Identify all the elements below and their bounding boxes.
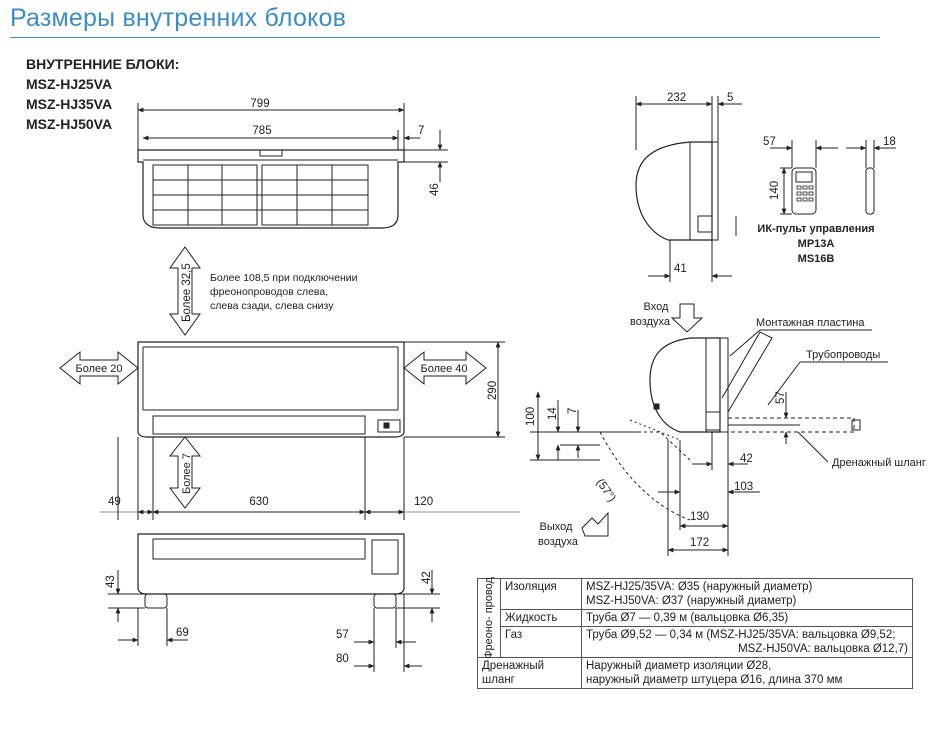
clearance-top-note: слева сзади, слева снизу [210,300,334,312]
dim-290: 290 [487,381,499,400]
dim-130: 130 [690,511,709,523]
side-install-view [530,303,888,556]
clearance-bottom-label: Более 7 [181,453,193,494]
dim-140: 140 [769,181,781,200]
table-row-value: MSZ-HJ25/35VA: Ø35 (наружный диаметр) MS… [581,578,913,610]
table-group-cell: Фреоно- провод [477,577,501,659]
dim-49: 49 [108,496,121,508]
table-drain-value: Наружный диаметр изоляции Ø28, наружный … [581,657,913,689]
remote-model: MP13A [798,238,835,250]
dim-14: 14 [547,407,559,420]
table-drain-label: Дренажный шланг [477,657,582,689]
air-out-label: Выход [540,521,573,533]
dim-41: 41 [674,263,687,275]
dim-46: 46 [429,183,441,196]
table-line: Труба Ø7 — 0,39 м (вальцовка Ø6,35) [586,612,789,624]
dim-799: 799 [250,98,269,110]
filter-grid [152,164,369,226]
models-block: ВНУТРЕННИЕ БЛОКИ: MSZ-HJ25VA MSZ-HJ35VA … [26,54,179,134]
front-view-unit [100,341,520,520]
angle-label: (57°) [594,477,618,505]
table-group-label: Фреоно- провод [483,577,495,659]
clearance-right-label: Более 40 [420,363,467,375]
pipes-label: Трубопроводы [806,349,880,361]
model-name: MSZ-HJ35VA [26,96,113,112]
dim-7-side: 7 [567,408,579,414]
dim-785: 785 [252,125,271,137]
dim-57-side: 57 [775,391,787,404]
dim-172: 172 [690,537,709,549]
remote-model: MS16B [798,253,835,265]
dim-18: 18 [883,136,896,148]
dim-80: 80 [336,653,349,665]
dim-69: 69 [176,627,189,639]
air-out-label: воздуха [538,536,579,548]
table-row-value: Труба Ø7 — 0,39 м (вальцовка Ø6,35) [581,609,913,627]
air-in-label: воздуха [630,316,671,328]
top-view-unit [137,103,448,229]
table-line: Труба Ø9,52 — 0,34 м (MSZ-HJ25/35VA: вал… [586,629,896,641]
page-title: Размеры внутренних блоков [10,4,347,32]
table-line: MSZ-HJ50VA: Ø37 (наружный диаметр) [586,595,797,607]
dim-42-side: 42 [740,453,753,465]
dim-100: 100 [525,407,537,426]
clearance-top-note: фреонопроводов слева, [210,286,328,298]
dim-630: 630 [249,496,268,508]
dim-103: 103 [734,481,753,493]
dim-43: 43 [105,575,117,588]
title-rule [10,37,880,38]
table-line: наружный диаметр штуцера Ø16, длина 370 … [586,674,843,686]
dim-232: 232 [667,92,686,104]
table-row-label: Изоляция [500,578,582,610]
model-name: MSZ-HJ25VA [26,76,113,92]
table-row-label: Жидкость [500,609,582,627]
dim-5: 5 [727,92,733,104]
mounting-plate-label: Монтажная пластина [756,317,865,329]
dim-57-remote: 57 [763,136,776,148]
clearance-left-label: Более 20 [75,363,122,375]
clearance-top-label: Более 32,5 [181,263,193,322]
table-line: Наружный диаметр изоляции Ø28, [586,660,772,672]
drain-hose-label: Дренажный шланг [832,457,926,469]
dim-7-top: 7 [418,125,424,137]
table-row-value: Труба Ø9,52 — 0,34 м (MSZ-HJ25/35VA: вал… [581,626,913,658]
bottom-view-unit [108,533,440,672]
table-line: MSZ-HJ50VA: вальцовка Ø12,7) [738,643,908,655]
table-line: MSZ-HJ25/35VA: Ø35 (наружный диаметр) [586,581,813,593]
model-name: MSZ-HJ50VA [26,116,113,132]
clearance-top-note: Более 108,5 при подключении [210,272,358,284]
models-heading: ВНУТРЕННИЕ БЛОКИ: [26,56,180,72]
remote-controller [770,140,896,215]
clearance-arrows [59,246,487,509]
dim-120: 120 [414,496,433,508]
side-view-unit [635,96,742,282]
dim-57-bottom: 57 [336,629,349,641]
dim-42-bottom: 42 [421,571,433,584]
remote-title: ИК-пульт управления [757,223,874,235]
air-in-label: Вход [644,301,669,313]
table-row-label: Газ [500,626,582,658]
pipe-spec-table: Фреоно- провод Изоляция MSZ-HJ25/35VA: Ø… [477,577,913,689]
